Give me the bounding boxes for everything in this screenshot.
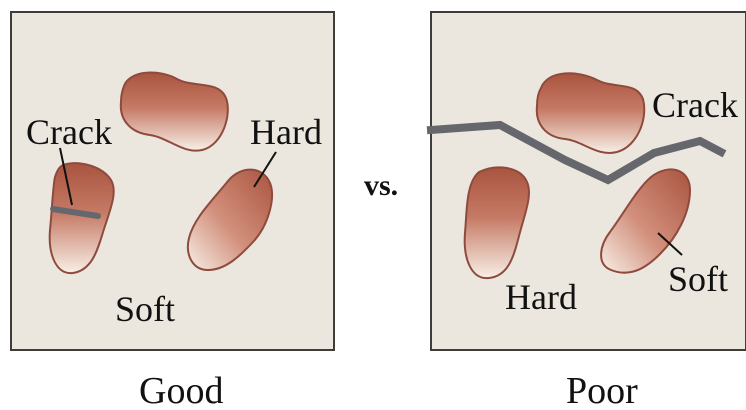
good-hard-label: Hard	[250, 112, 322, 152]
poor-hard-label: Hard	[505, 277, 577, 317]
poor-crack-label: Crack	[652, 85, 738, 125]
good-title: Good	[139, 370, 223, 410]
good-panel: Crack Hard Soft	[11, 12, 334, 350]
good-soft-label: Soft	[115, 289, 175, 329]
poor-panel: Crack Hard Soft	[431, 12, 746, 350]
vs-label: vs.	[364, 169, 398, 202]
poor-soft-label: Soft	[668, 259, 728, 299]
good-crack-label: Crack	[26, 112, 112, 152]
poor-title: Poor	[566, 370, 638, 410]
